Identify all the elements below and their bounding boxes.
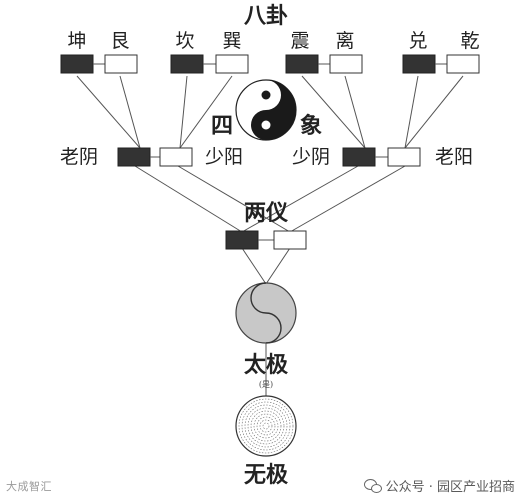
block-yang-gen — [104, 54, 138, 74]
block-yang-shaoyang — [159, 147, 193, 167]
line-liangyi-yang-to-taiji — [265, 247, 291, 285]
line-shaoyang-to-liangyi — [177, 165, 291, 233]
right-watermark: 公众号 · 园区产业招商 — [363, 476, 515, 495]
trigram-blocks — [60, 54, 480, 74]
block-yang-laoyang — [387, 147, 421, 167]
block-yin-laoyin — [117, 147, 151, 167]
trigram-label-dui: 兑 — [408, 30, 427, 52]
block-yang-qian — [446, 54, 480, 74]
liangyi-title: 两仪 — [244, 200, 289, 226]
line-shaoyin-to-liangyi — [241, 165, 359, 233]
four-image-label-shaoyin: 少阴 — [292, 146, 330, 168]
block-yin-zhen — [285, 54, 319, 74]
line-qian-to-laoyang — [404, 75, 464, 149]
right-watermark-text: 公众号 · 园区产业招商 — [385, 480, 515, 495]
four-image-blocks — [117, 147, 421, 167]
trigram-label-zhen: 震 — [290, 30, 309, 52]
trigram-label-gen: 艮 — [110, 30, 129, 52]
four-image-label-laoyin: 老阴 — [60, 146, 98, 168]
block-yang-liangyi — [273, 230, 307, 250]
line-kun-to-laoyin — [76, 75, 141, 149]
line-laoyang-to-liangyi — [289, 165, 406, 233]
block-yin-shaoyin — [342, 147, 376, 167]
block-yang-li — [329, 54, 363, 74]
four-image-label-laoyang: 老阳 — [435, 146, 473, 168]
trigram-label-li: 离 — [335, 30, 354, 52]
line-kan-to-shaoyang — [179, 75, 188, 149]
line-gen-to-laoyin — [119, 75, 141, 149]
sixiang-left-char: 四 — [211, 113, 233, 139]
line-dui-to-laoyang — [404, 75, 419, 149]
left-watermark: 大成智汇 — [6, 480, 52, 493]
footer-watermarks: 大成智汇 公众号 · 园区产业招商 — [0, 472, 525, 500]
line-li-to-shaoyin — [344, 75, 366, 149]
yin-yang-symbol — [235, 79, 297, 141]
block-yin-kan — [170, 54, 204, 74]
line-liangyi-yin-to-taiji — [241, 247, 267, 285]
four-image-label-shaoyang: 少阳 — [205, 146, 243, 168]
trigram-label-kan: 坎 — [175, 30, 194, 52]
sixiang-right-char: 象 — [300, 113, 322, 139]
trigram-label-xun: 巽 — [222, 30, 241, 52]
liangyi-blocks — [225, 230, 307, 250]
bagua-title: 八卦 — [244, 3, 288, 29]
wuji-title: 无极 — [244, 462, 289, 488]
wuji-circle — [235, 395, 297, 457]
trigram-label-kun: 坤 — [67, 30, 86, 52]
taiji-circle — [235, 282, 297, 344]
line-zhen-to-shaoyin — [301, 75, 366, 149]
taiji-subtitle: (是) — [259, 380, 273, 389]
block-yin-kun — [60, 54, 94, 74]
block-yin-dui — [402, 54, 436, 74]
block-yin-liangyi — [225, 230, 259, 250]
wechat-icon — [363, 478, 382, 493]
trigram-label-qian: 乾 — [460, 30, 479, 52]
block-yang-xun — [215, 54, 249, 74]
taiji-title: 太极 — [244, 352, 289, 378]
line-xun-to-shaoyang — [179, 75, 233, 149]
connector-lines — [76, 75, 464, 285]
line-laoyin-to-liangyi — [134, 165, 243, 233]
